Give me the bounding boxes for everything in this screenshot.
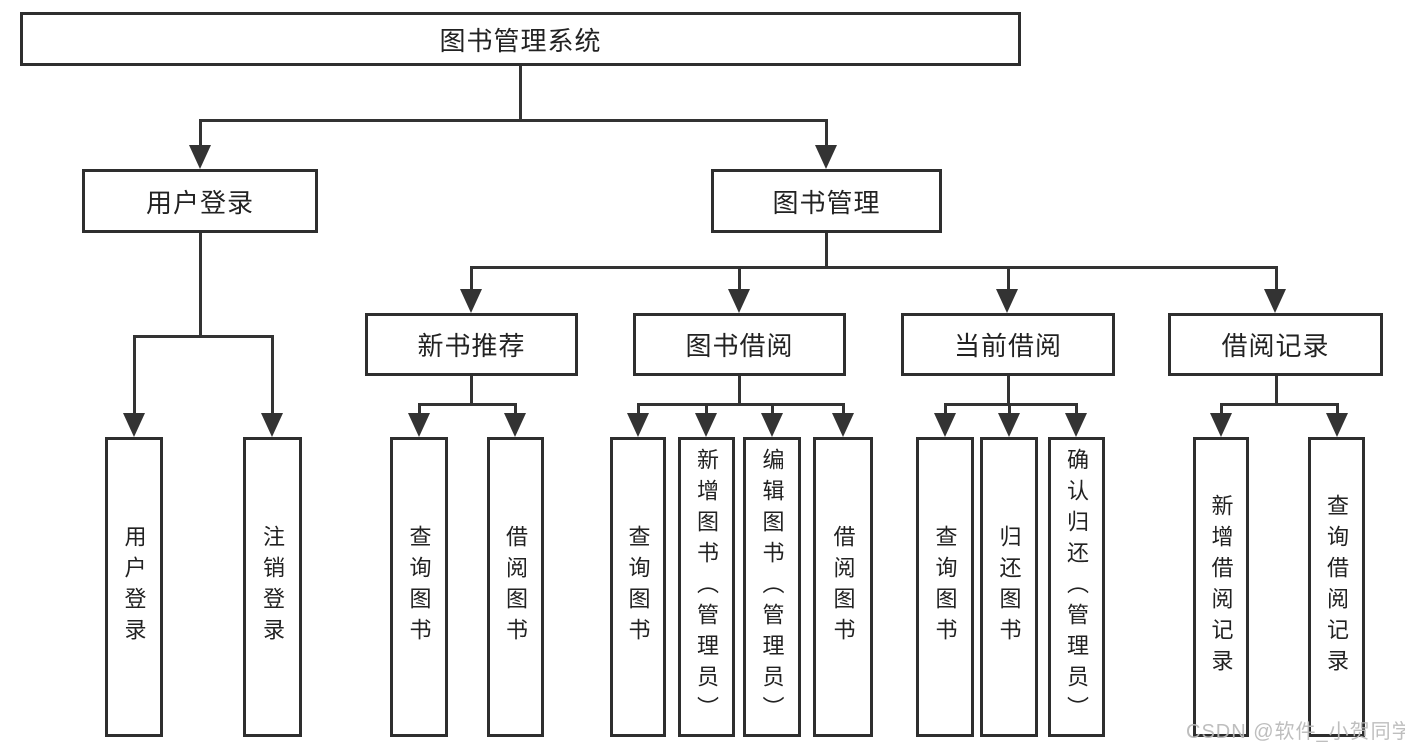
arrow-down-icon	[998, 413, 1020, 437]
connector-line	[133, 335, 136, 417]
connector-line	[944, 403, 947, 417]
connector-line	[1075, 403, 1078, 417]
leaf-return-books-label: 归还图书	[996, 525, 1022, 649]
connector-line	[637, 403, 640, 417]
connector-line	[944, 403, 1078, 406]
leaf-borrow-books-recommend-label: 借阅图书	[503, 525, 529, 649]
connector-line	[514, 403, 517, 417]
connector-line	[1220, 403, 1223, 417]
connector-line	[133, 335, 274, 338]
connector-line	[1275, 266, 1278, 292]
leaf-user-login: 用户登录	[105, 437, 163, 737]
connector-line	[738, 376, 741, 406]
connector-line	[470, 376, 473, 406]
leaf-query-borrow-record-label: 查询借阅记录	[1324, 494, 1350, 680]
connector-line	[418, 403, 421, 417]
arrow-down-icon	[832, 413, 854, 437]
connector-line	[842, 403, 845, 417]
node-book-management: 图书管理	[711, 169, 942, 233]
connector-line	[418, 403, 517, 406]
node-root: 图书管理系统	[20, 12, 1021, 66]
csdn-watermark: CSDN @软件_小贺同学	[1186, 721, 1405, 743]
arrow-down-icon	[1065, 413, 1087, 437]
arrow-down-icon	[408, 413, 430, 437]
connector-line	[199, 233, 202, 337]
connector-line	[519, 66, 522, 121]
leaf-user-login-label: 用户登录	[121, 525, 147, 649]
node-borrowing-records-label: 借阅记录	[1221, 331, 1330, 361]
connector-line	[199, 119, 202, 149]
node-current-borrowing: 当前借阅	[901, 313, 1115, 376]
leaf-add-borrow-record: 新增借阅记录	[1193, 437, 1249, 737]
leaf-add-books-admin: 新增图书（管理员）	[678, 437, 735, 737]
node-borrowing-records: 借阅记录	[1168, 313, 1383, 376]
node-new-book-recommend-label: 新书推荐	[417, 331, 526, 361]
leaf-logout-label: 注销登录	[260, 525, 286, 649]
arrow-down-icon	[815, 145, 837, 169]
leaf-return-books: 归还图书	[980, 437, 1038, 737]
leaf-query-books-current: 查询图书	[916, 437, 974, 737]
leaf-query-books-recommend-label: 查询图书	[406, 525, 432, 649]
leaf-confirm-return-admin-label: 确认归还（管理员）	[1064, 447, 1090, 727]
node-user-login: 用户登录	[82, 169, 318, 233]
arrow-down-icon	[996, 289, 1018, 313]
connector-line	[199, 119, 828, 122]
arrow-down-icon	[261, 413, 283, 437]
leaf-edit-books-admin: 编辑图书（管理员）	[743, 437, 801, 737]
leaf-logout: 注销登录	[243, 437, 302, 737]
node-new-book-recommend: 新书推荐	[365, 313, 578, 376]
node-book-borrowing-label: 图书借阅	[685, 331, 794, 361]
node-root-label: 图书管理系统	[439, 25, 602, 56]
leaf-edit-books-admin-label: 编辑图书（管理员）	[759, 447, 785, 727]
arrow-down-icon	[1326, 413, 1348, 437]
connector-line	[1220, 403, 1339, 406]
arrow-down-icon	[761, 413, 783, 437]
leaf-confirm-return-admin: 确认归还（管理员）	[1048, 437, 1105, 737]
leaf-add-books-admin-label: 新增图书（管理员）	[694, 447, 720, 727]
arrow-down-icon	[504, 413, 526, 437]
arrow-down-icon	[728, 289, 750, 313]
connector-line	[825, 119, 828, 149]
node-user-login-label: 用户登录	[145, 187, 254, 218]
connector-line	[771, 403, 774, 417]
connector-line	[825, 233, 828, 268]
arrow-down-icon	[695, 413, 717, 437]
leaf-borrow-books-label: 借阅图书	[830, 525, 856, 649]
connector-line	[705, 403, 708, 417]
connector-line	[738, 266, 741, 292]
connector-line	[470, 266, 473, 292]
connector-line	[271, 335, 274, 417]
arrow-down-icon	[123, 413, 145, 437]
arrow-down-icon	[189, 145, 211, 169]
connector-line	[1007, 376, 1010, 406]
node-book-borrowing: 图书借阅	[633, 313, 846, 376]
node-current-borrowing-label: 当前借阅	[953, 331, 1062, 361]
leaf-query-borrow-record: 查询借阅记录	[1308, 437, 1365, 737]
leaf-query-books-recommend: 查询图书	[390, 437, 448, 737]
node-book-management-label: 图书管理	[772, 187, 881, 218]
leaf-query-books-borrowing-label: 查询图书	[625, 525, 651, 649]
connector-line	[1275, 376, 1278, 406]
connector-line	[1007, 266, 1010, 292]
leaf-borrow-books-recommend: 借阅图书	[487, 437, 544, 737]
leaf-borrow-books: 借阅图书	[813, 437, 873, 737]
connector-line	[637, 403, 845, 406]
leaf-query-books-borrowing: 查询图书	[610, 437, 666, 737]
arrow-down-icon	[460, 289, 482, 313]
leaf-add-borrow-record-label: 新增借阅记录	[1208, 494, 1234, 680]
connector-line	[470, 266, 1277, 269]
arrow-down-icon	[934, 413, 956, 437]
connector-line	[1008, 403, 1011, 417]
arrow-down-icon	[627, 413, 649, 437]
connector-line	[1336, 403, 1339, 417]
arrow-down-icon	[1264, 289, 1286, 313]
leaf-query-books-current-label: 查询图书	[932, 525, 958, 649]
arrow-down-icon	[1210, 413, 1232, 437]
